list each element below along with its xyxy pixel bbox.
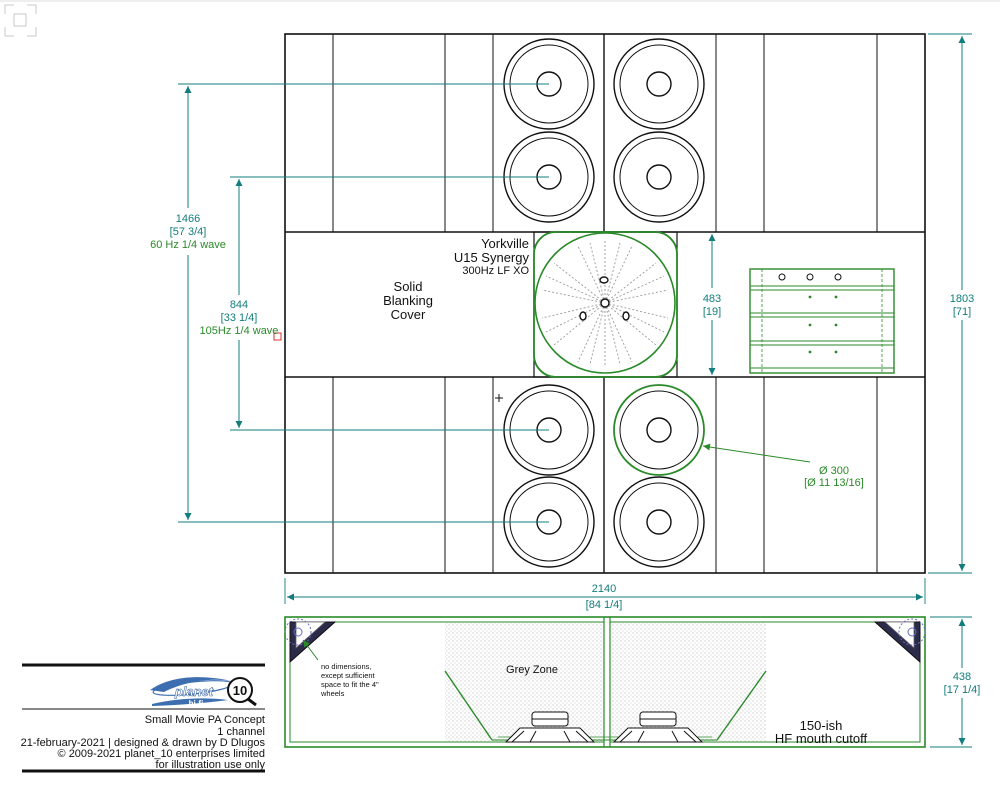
grey-zone-left <box>445 623 603 741</box>
dim-438-value: 438 <box>953 671 971 683</box>
dim-1803-inches: [71] <box>953 306 971 318</box>
dimension-844 <box>230 176 549 431</box>
drawing-title: Small Movie PA Concept <box>145 714 265 726</box>
dimension-1466 <box>178 83 549 523</box>
dim-2140-inches: [84 1/4] <box>586 599 623 611</box>
dimension-2140 <box>284 578 926 604</box>
drawing-usage: for illustration use only <box>156 759 266 771</box>
wheels-note-3: space to fit the 4" <box>321 680 379 689</box>
woofer-top-right-1 <box>613 38 705 130</box>
dim-1466-inches: [57 3/4] <box>170 226 207 238</box>
front-view <box>273 33 926 574</box>
dim-844-value: 844 <box>230 299 248 311</box>
drawing-copyright: © 2009-2021 planet_10 enterprises limite… <box>58 748 265 760</box>
selection-marker <box>273 332 282 341</box>
wheel-right <box>873 618 926 664</box>
dim-483-value: 483 <box>703 293 721 305</box>
drawing-channels: 1 channel <box>217 726 265 738</box>
dim-844-inches: [33 1/4] <box>221 312 258 324</box>
wheels-note-2: except sufficient <box>321 671 376 680</box>
wheels-note-4: wheels <box>320 689 345 698</box>
dimension-1803 <box>928 33 972 574</box>
wheels-note-1: no dimensions, <box>321 662 371 671</box>
dim-844-note: 105Hz 1/4 wave <box>200 325 279 337</box>
woofer-bottom-right-1 <box>613 384 705 476</box>
dimension-438 <box>930 616 972 748</box>
yorkville-label-1: Yorkville <box>481 236 529 251</box>
logo-number-text: 10 <box>233 683 247 698</box>
logo-hifi-text: hi-fi <box>189 699 204 708</box>
dim-483-inches: [19] <box>703 306 721 318</box>
hf-mouth-label-2: HF mouth cutoff <box>775 731 868 746</box>
crosshair-marker <box>495 394 503 402</box>
hf-mouth-label-1: 150-ish <box>800 718 843 733</box>
yorkville-label-2: U15 Synergy <box>454 250 530 265</box>
blanking-label-2: Blanking <box>383 293 433 308</box>
driver-profile-left <box>504 711 596 743</box>
dim-1466-note: 60 Hz 1/4 wave <box>150 239 226 251</box>
grey-zone-label: Grey Zone <box>506 664 558 676</box>
dim-438-inches: [17 1/4] <box>944 684 981 696</box>
corner-frame-icon <box>4 4 37 37</box>
planet10-logo <box>150 677 257 707</box>
wheel-left <box>284 618 337 664</box>
drawing-date-line: 21-february-2021 | designed & drawn by D… <box>21 737 266 749</box>
dim-300-value: Ø 300 <box>819 465 849 477</box>
section-view <box>284 616 926 748</box>
dimension-300 <box>702 443 811 463</box>
woofer-top-right-2 <box>613 131 705 223</box>
dim-300-inches: [Ø 11 13/16] <box>804 477 864 489</box>
grey-zone-right <box>611 623 766 741</box>
driver-profile-right <box>612 711 704 743</box>
dim-2140-value: 2140 <box>592 583 616 595</box>
dim-1466-value: 1466 <box>176 213 200 225</box>
title-block <box>22 663 265 773</box>
blanking-label-3: Cover <box>391 307 426 322</box>
dim-1803-value: 1803 <box>950 293 974 305</box>
blanking-label-1: Solid <box>394 279 423 294</box>
synergy-horn <box>533 231 678 378</box>
yorkville-label-3: 300Hz LF XO <box>462 265 529 277</box>
woofer-bottom-right-2 <box>613 476 705 568</box>
logo-planet-text: planet <box>174 684 214 699</box>
side-rack-unit <box>749 268 895 374</box>
